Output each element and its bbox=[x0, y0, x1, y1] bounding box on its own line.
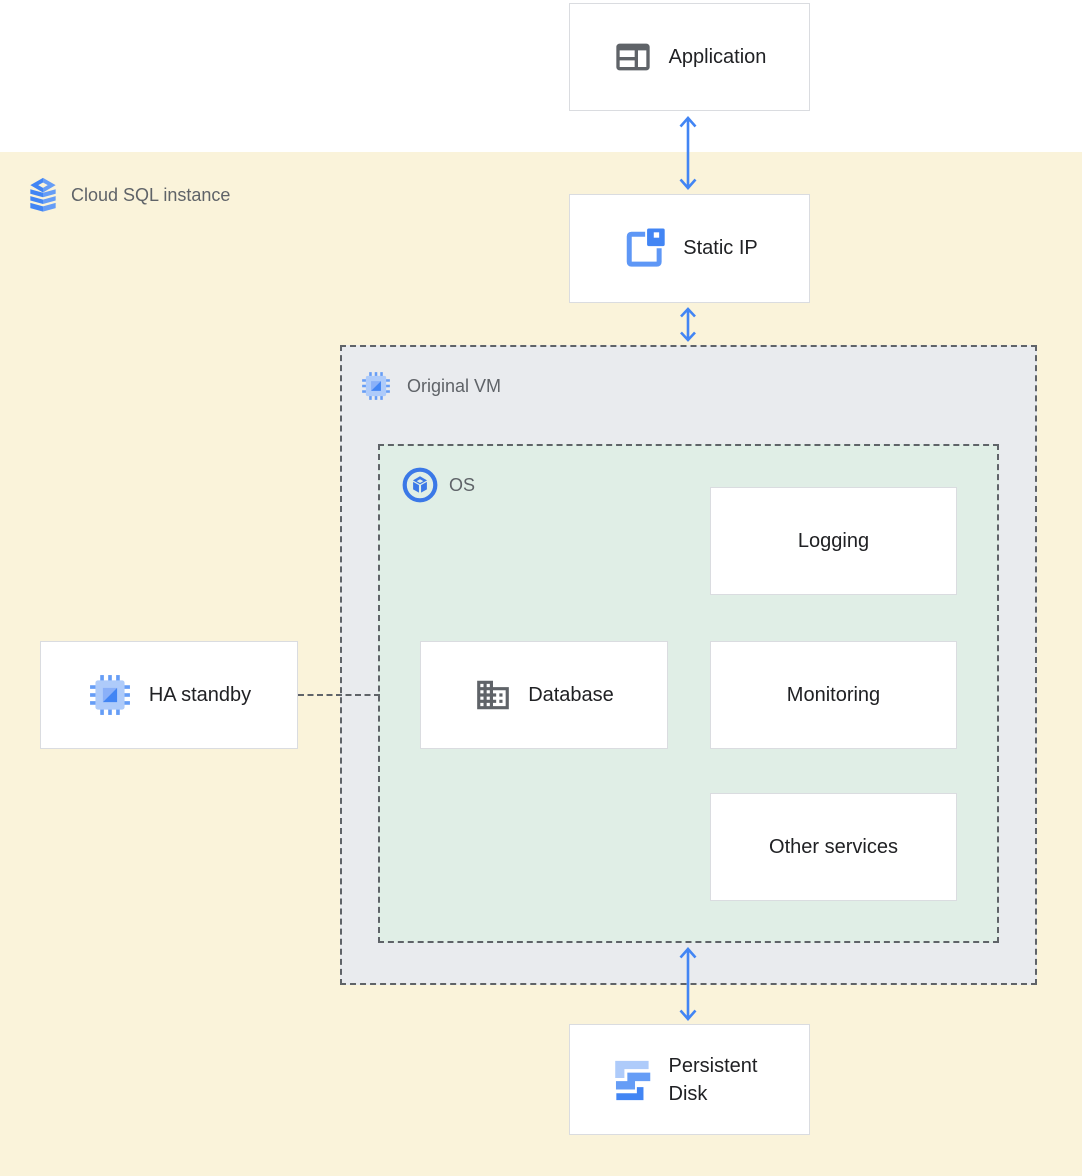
application-window-icon bbox=[613, 37, 653, 77]
cloud-sql-instance-label-text: Cloud SQL instance bbox=[71, 184, 231, 205]
database-node-label: Database bbox=[528, 683, 614, 706]
arrow-os-persistentdisk bbox=[679, 947, 697, 1021]
logging-node: Logging bbox=[710, 487, 957, 595]
database-node: Database bbox=[420, 641, 668, 749]
arrow-staticip-originalvm bbox=[680, 307, 696, 342]
other-services-node-label: Other services bbox=[769, 835, 898, 858]
building-icon bbox=[474, 676, 512, 714]
other-services-node: Other services bbox=[710, 793, 957, 901]
static-ip-icon bbox=[621, 226, 667, 272]
os-icon bbox=[402, 467, 438, 503]
os-label: OS bbox=[402, 467, 475, 503]
ha-standby-node-label: HA standby bbox=[148, 683, 252, 706]
cloud-sql-instance-label: Cloud SQL instance bbox=[24, 172, 230, 218]
os-label-text: OS bbox=[449, 474, 476, 495]
persistent-disk-icon bbox=[609, 1058, 653, 1102]
application-node: Application bbox=[569, 3, 810, 111]
persistent-disk-node-label: Persistent Disk bbox=[668, 1054, 758, 1105]
compute-engine-icon bbox=[360, 370, 392, 402]
static-ip-node-label: Static IP bbox=[683, 237, 758, 259]
cloud-sql-icon bbox=[24, 173, 62, 217]
dashed-connector-hastandby-originalvm bbox=[298, 694, 380, 696]
persistent-disk-node: Persistent Disk bbox=[569, 1024, 810, 1135]
monitoring-node: Monitoring bbox=[710, 641, 957, 749]
monitoring-node-label: Monitoring bbox=[786, 683, 881, 706]
static-ip-node: Static IP bbox=[569, 194, 810, 303]
application-node-label: Application bbox=[668, 45, 767, 68]
logging-node-label: Logging bbox=[797, 529, 870, 552]
arrow-application-staticip bbox=[679, 116, 697, 190]
original-vm-label: Original VM bbox=[360, 370, 501, 402]
compute-engine-icon bbox=[87, 672, 133, 718]
original-vm-label-text: Original VM bbox=[407, 375, 502, 396]
ha-standby-node: HA standby bbox=[40, 641, 298, 749]
